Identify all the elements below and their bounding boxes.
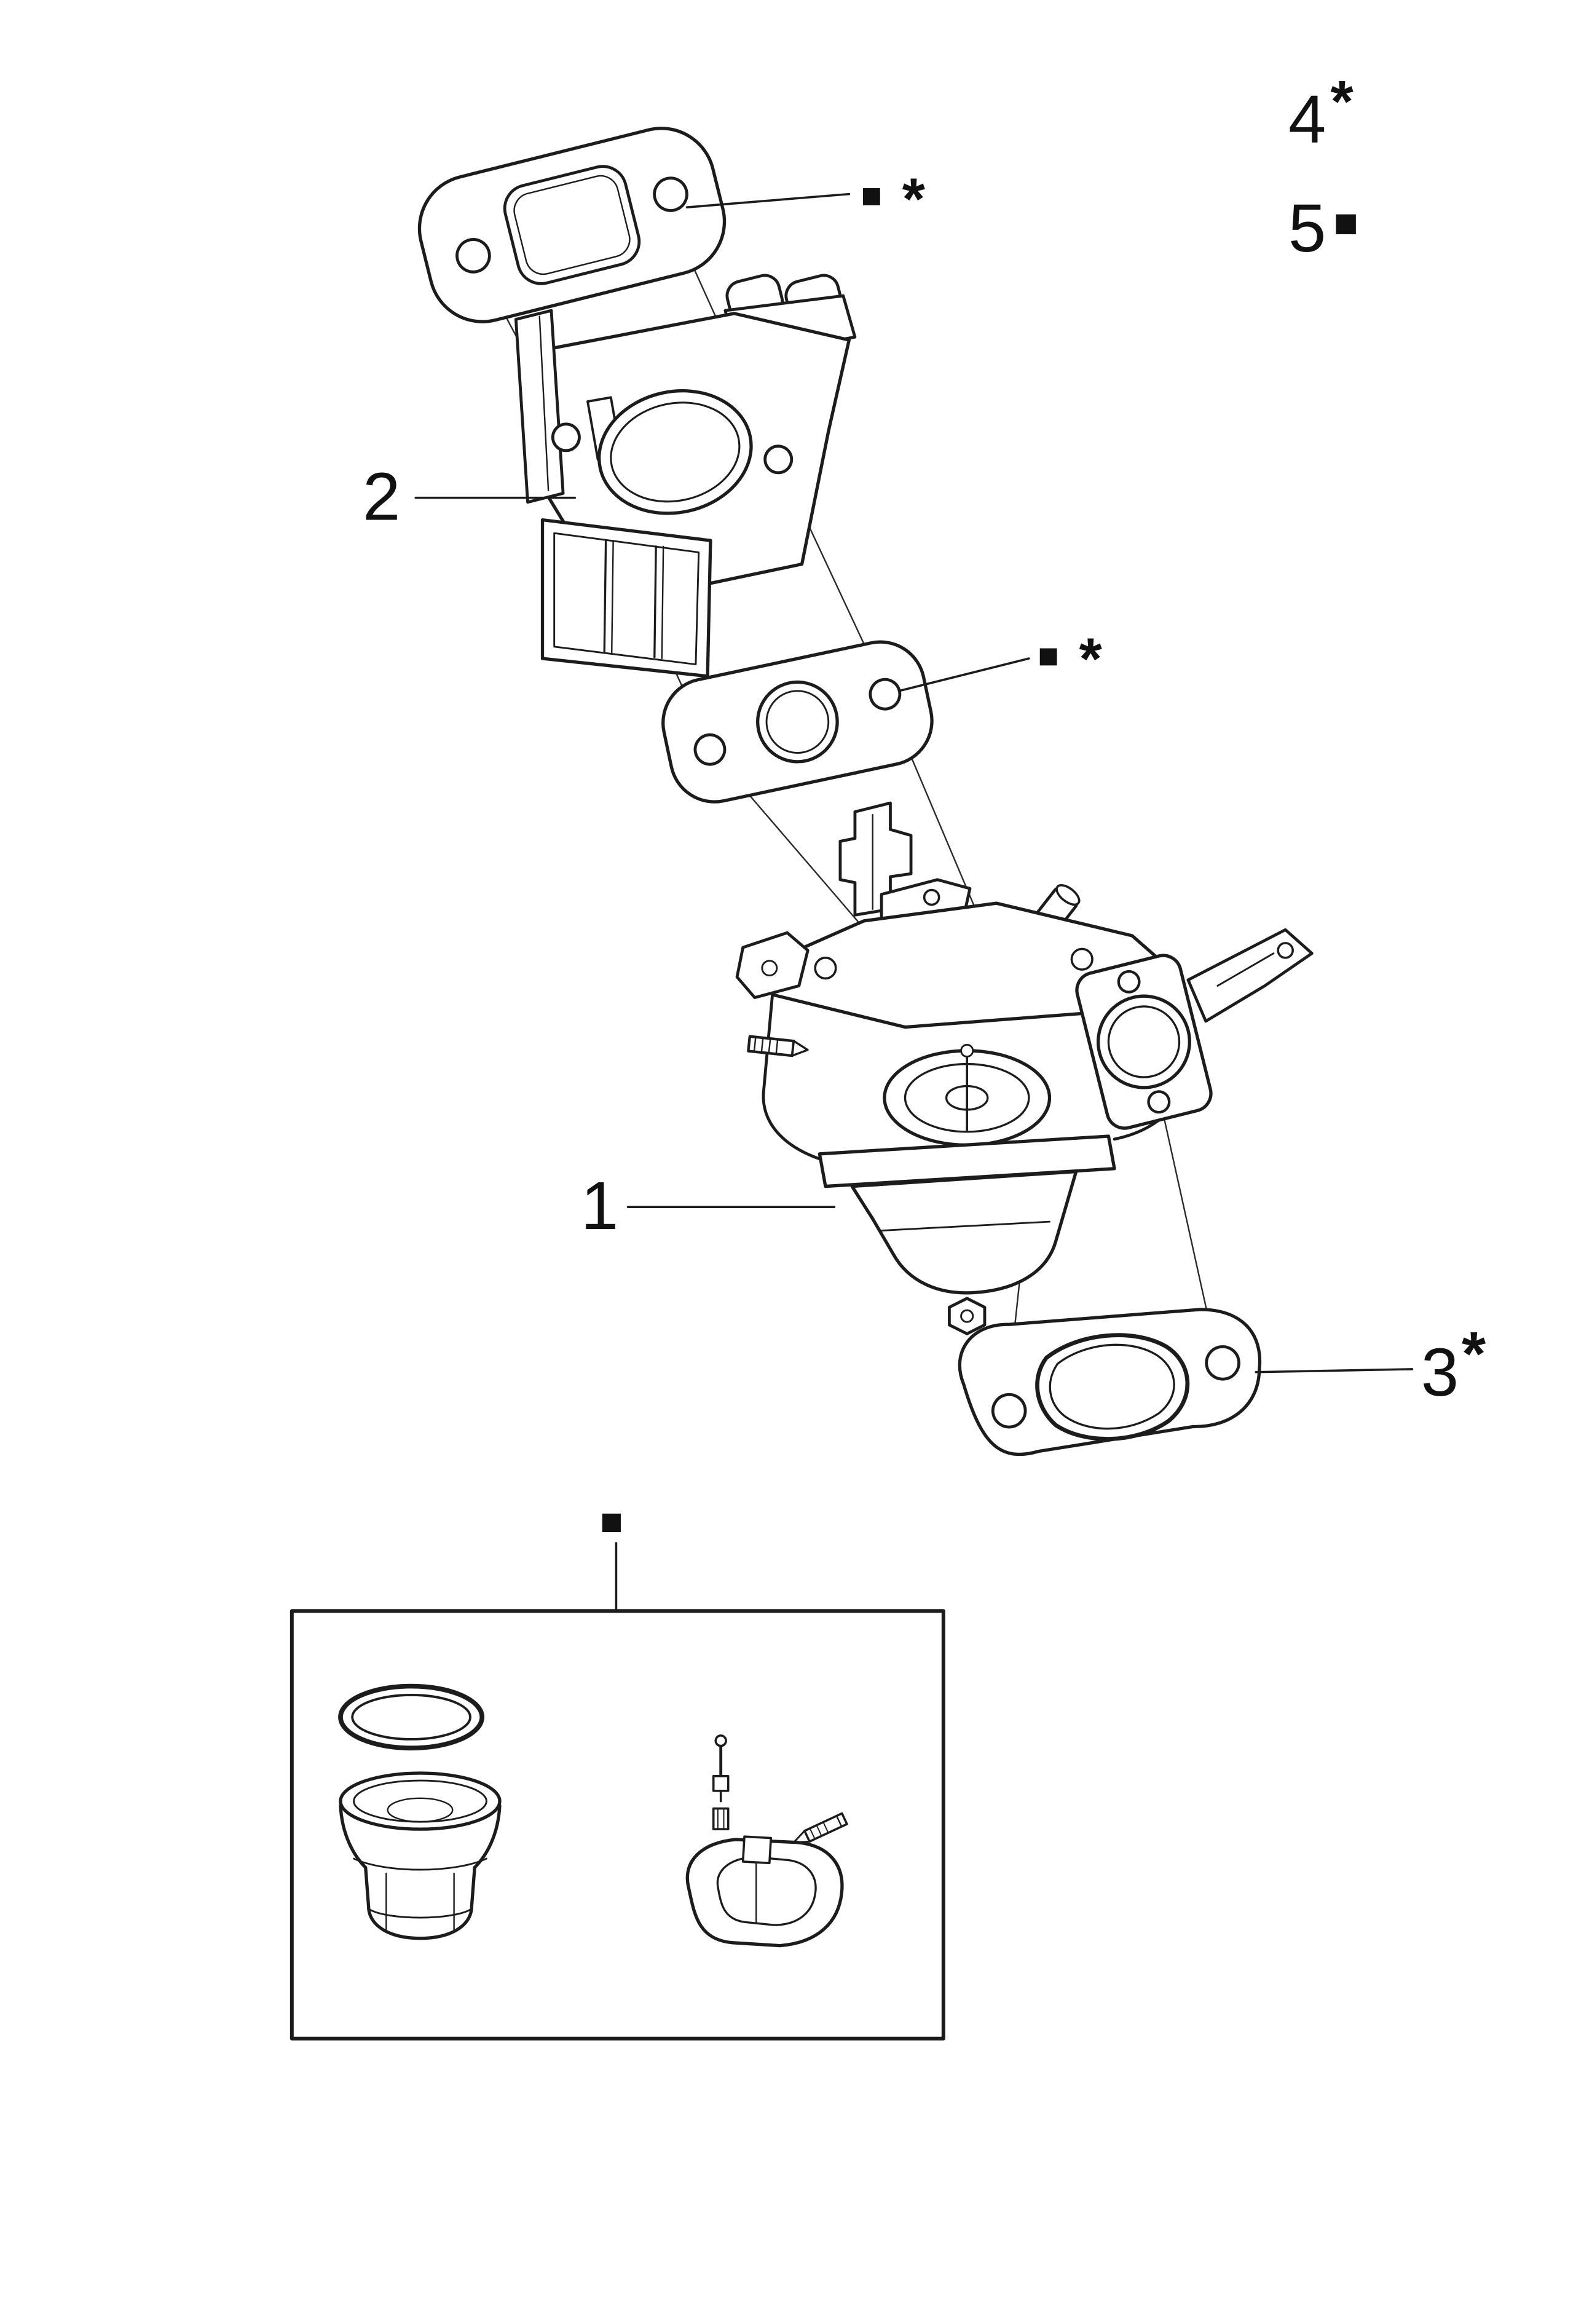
- middle-gasket-square-marker: ■: [1038, 636, 1059, 675]
- part3-number: 3: [1421, 1335, 1459, 1410]
- screw-thread-line: [809, 1827, 816, 1840]
- flange-bore: [1096, 994, 1191, 1089]
- part4-number: 4: [1288, 82, 1326, 157]
- bolt-hole: [1117, 970, 1141, 994]
- insulator-gasket-middle-illustration: [661, 640, 934, 804]
- drain-bolt-center: [960, 1309, 974, 1323]
- screw-slot: [835, 1815, 843, 1828]
- gasket-port-inner-line: [513, 175, 631, 275]
- part4-star-marker: *: [1331, 69, 1354, 135]
- bolt-hole: [991, 1393, 1027, 1429]
- top-gasket-star-marker: *: [902, 166, 926, 232]
- leader-line-middle-gasket: [898, 657, 1030, 692]
- bowl-base-line: [368, 1908, 473, 1919]
- gasket-bore-opening: [756, 680, 839, 764]
- flange-bore-inner-line: [1107, 1005, 1181, 1078]
- manifold-bore-inner-line: [610, 401, 741, 503]
- callout-part3: 3*: [1421, 1320, 1486, 1411]
- plate-bolt: [1070, 947, 1094, 971]
- arm-detail-line: [1216, 952, 1275, 987]
- callout-part1: 1: [581, 1168, 618, 1244]
- bowl-body: [339, 1804, 502, 1940]
- oring-outer: [338, 1683, 485, 1751]
- screw-thread-line: [816, 1824, 822, 1837]
- carburetor-gasket-bottom-illustration: [958, 1308, 1262, 1456]
- bolt-hole: [763, 445, 794, 475]
- gasket-bore-inner-line: [765, 690, 830, 754]
- needle-head: [714, 1734, 727, 1747]
- leader-line-top-gasket: [685, 192, 851, 208]
- kit-needle-valve-illustration: [712, 1734, 730, 1830]
- manifold-bore-opening: [597, 389, 753, 515]
- needle-clip: [712, 1807, 730, 1830]
- part5-square-marker: ■: [1333, 200, 1358, 246]
- gasket-outline: [417, 127, 727, 323]
- callout-part5: 5■: [1288, 191, 1358, 266]
- bolt-hole: [1205, 1345, 1240, 1381]
- needle-body: [712, 1775, 730, 1792]
- float-inner-line: [716, 1856, 817, 1926]
- bracket-detail-line: [538, 315, 550, 491]
- part3-star-marker: *: [1462, 1320, 1486, 1389]
- part5-number: 5: [1288, 191, 1326, 266]
- bolt-hole: [1147, 1090, 1171, 1114]
- heat-grid-divider: [653, 545, 657, 658]
- bowl-rim: [339, 1771, 502, 1831]
- callout-part2: 2: [363, 459, 400, 535]
- bracket-bolt: [761, 960, 778, 977]
- carb-body-left-wall: [762, 993, 848, 1168]
- jet-needle-head: [960, 1043, 974, 1057]
- screw-spring-coil: [768, 1038, 771, 1054]
- bowl-step-line: [353, 1857, 487, 1871]
- arm-bolt: [1277, 942, 1294, 959]
- heat-grid-inner-line: [553, 532, 700, 666]
- kit-oring-illustration: [338, 1683, 485, 1751]
- heat-grid-divider: [661, 545, 664, 660]
- gasket-port-opening: [1035, 1333, 1190, 1441]
- kit-screw-illustration: [792, 1812, 848, 1844]
- throttle-arm-bracket: [1186, 928, 1314, 1023]
- plate-bolt: [814, 957, 837, 980]
- bowl-flange: [818, 1134, 1116, 1188]
- gasket-port-inner-line: [1049, 1343, 1175, 1430]
- manifold-side-bracket: [514, 309, 565, 504]
- lever-pivot: [923, 888, 940, 906]
- kit-float-illustration: [685, 1835, 844, 1948]
- oring-inner: [351, 1694, 471, 1741]
- gasket-port-opening: [503, 165, 641, 285]
- bowl-drain-bolt: [948, 1297, 987, 1335]
- screw-spring-coil: [760, 1037, 764, 1054]
- screw-thread-line: [822, 1821, 829, 1834]
- screw-tip: [791, 1040, 809, 1057]
- bowl-cavity: [387, 1797, 454, 1823]
- carburetor-illustration: [735, 801, 1314, 1335]
- middle-gasket-star-marker: *: [1079, 626, 1102, 692]
- fuel-inlet-top: [1055, 884, 1081, 906]
- intake-manifold-illustration: [514, 274, 857, 678]
- bolt-hole: [551, 422, 581, 453]
- top-gasket-square-marker: ■: [861, 176, 883, 215]
- float-hinge-notch: [741, 1835, 773, 1865]
- kit-square-marker: ■: [600, 1501, 623, 1543]
- heat-grid-divider: [603, 539, 607, 652]
- screw-spring-coil: [775, 1038, 779, 1055]
- bowl-detail-line: [880, 1220, 1050, 1231]
- callout-part4: 4*: [1288, 69, 1354, 157]
- kit-float-bowl-illustration: [339, 1771, 502, 1940]
- float-bowl: [850, 1169, 1078, 1295]
- screw-spring-coil: [753, 1036, 757, 1053]
- heat-grid-divider: [611, 539, 614, 654]
- leader-line-part3: [1255, 1368, 1414, 1373]
- bolt-hole: [653, 176, 688, 212]
- bolt-hole: [455, 238, 491, 274]
- bolt-hole: [693, 733, 727, 766]
- intake-gasket-top-illustration: [417, 127, 727, 323]
